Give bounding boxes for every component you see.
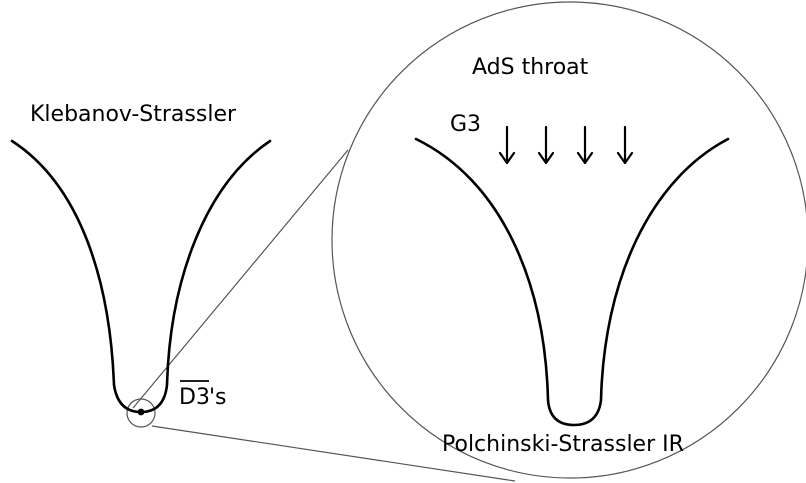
tip-circle bbox=[126, 398, 156, 428]
ads-throat-label: AdS throat bbox=[472, 55, 589, 80]
zoom-line-upper bbox=[132, 149, 349, 409]
down-arrow-icon bbox=[616, 125, 634, 165]
magnified-circle bbox=[331, 1, 806, 479]
anti-d3-text: D3 bbox=[179, 385, 210, 410]
g3-label: G3 bbox=[450, 112, 481, 137]
down-arrow-icon bbox=[576, 125, 594, 165]
zoom-line-lower bbox=[151, 425, 516, 482]
polchinski-strassler-label: Polchinski-Strassler IR bbox=[442, 432, 684, 457]
anti-d3-label: D3 's bbox=[179, 380, 227, 410]
anti-d3-suffix: 's bbox=[209, 385, 227, 410]
down-arrow-icon bbox=[537, 125, 555, 165]
anti-d3-brane-dot bbox=[137, 408, 145, 416]
klebanov-strassler-throat bbox=[10, 139, 272, 414]
g3-flux-arrows bbox=[498, 125, 634, 165]
klebanov-strassler-label: Klebanov-Strassler bbox=[30, 102, 237, 127]
down-arrow-icon bbox=[498, 125, 516, 165]
ads-throat-curve bbox=[414, 137, 730, 427]
